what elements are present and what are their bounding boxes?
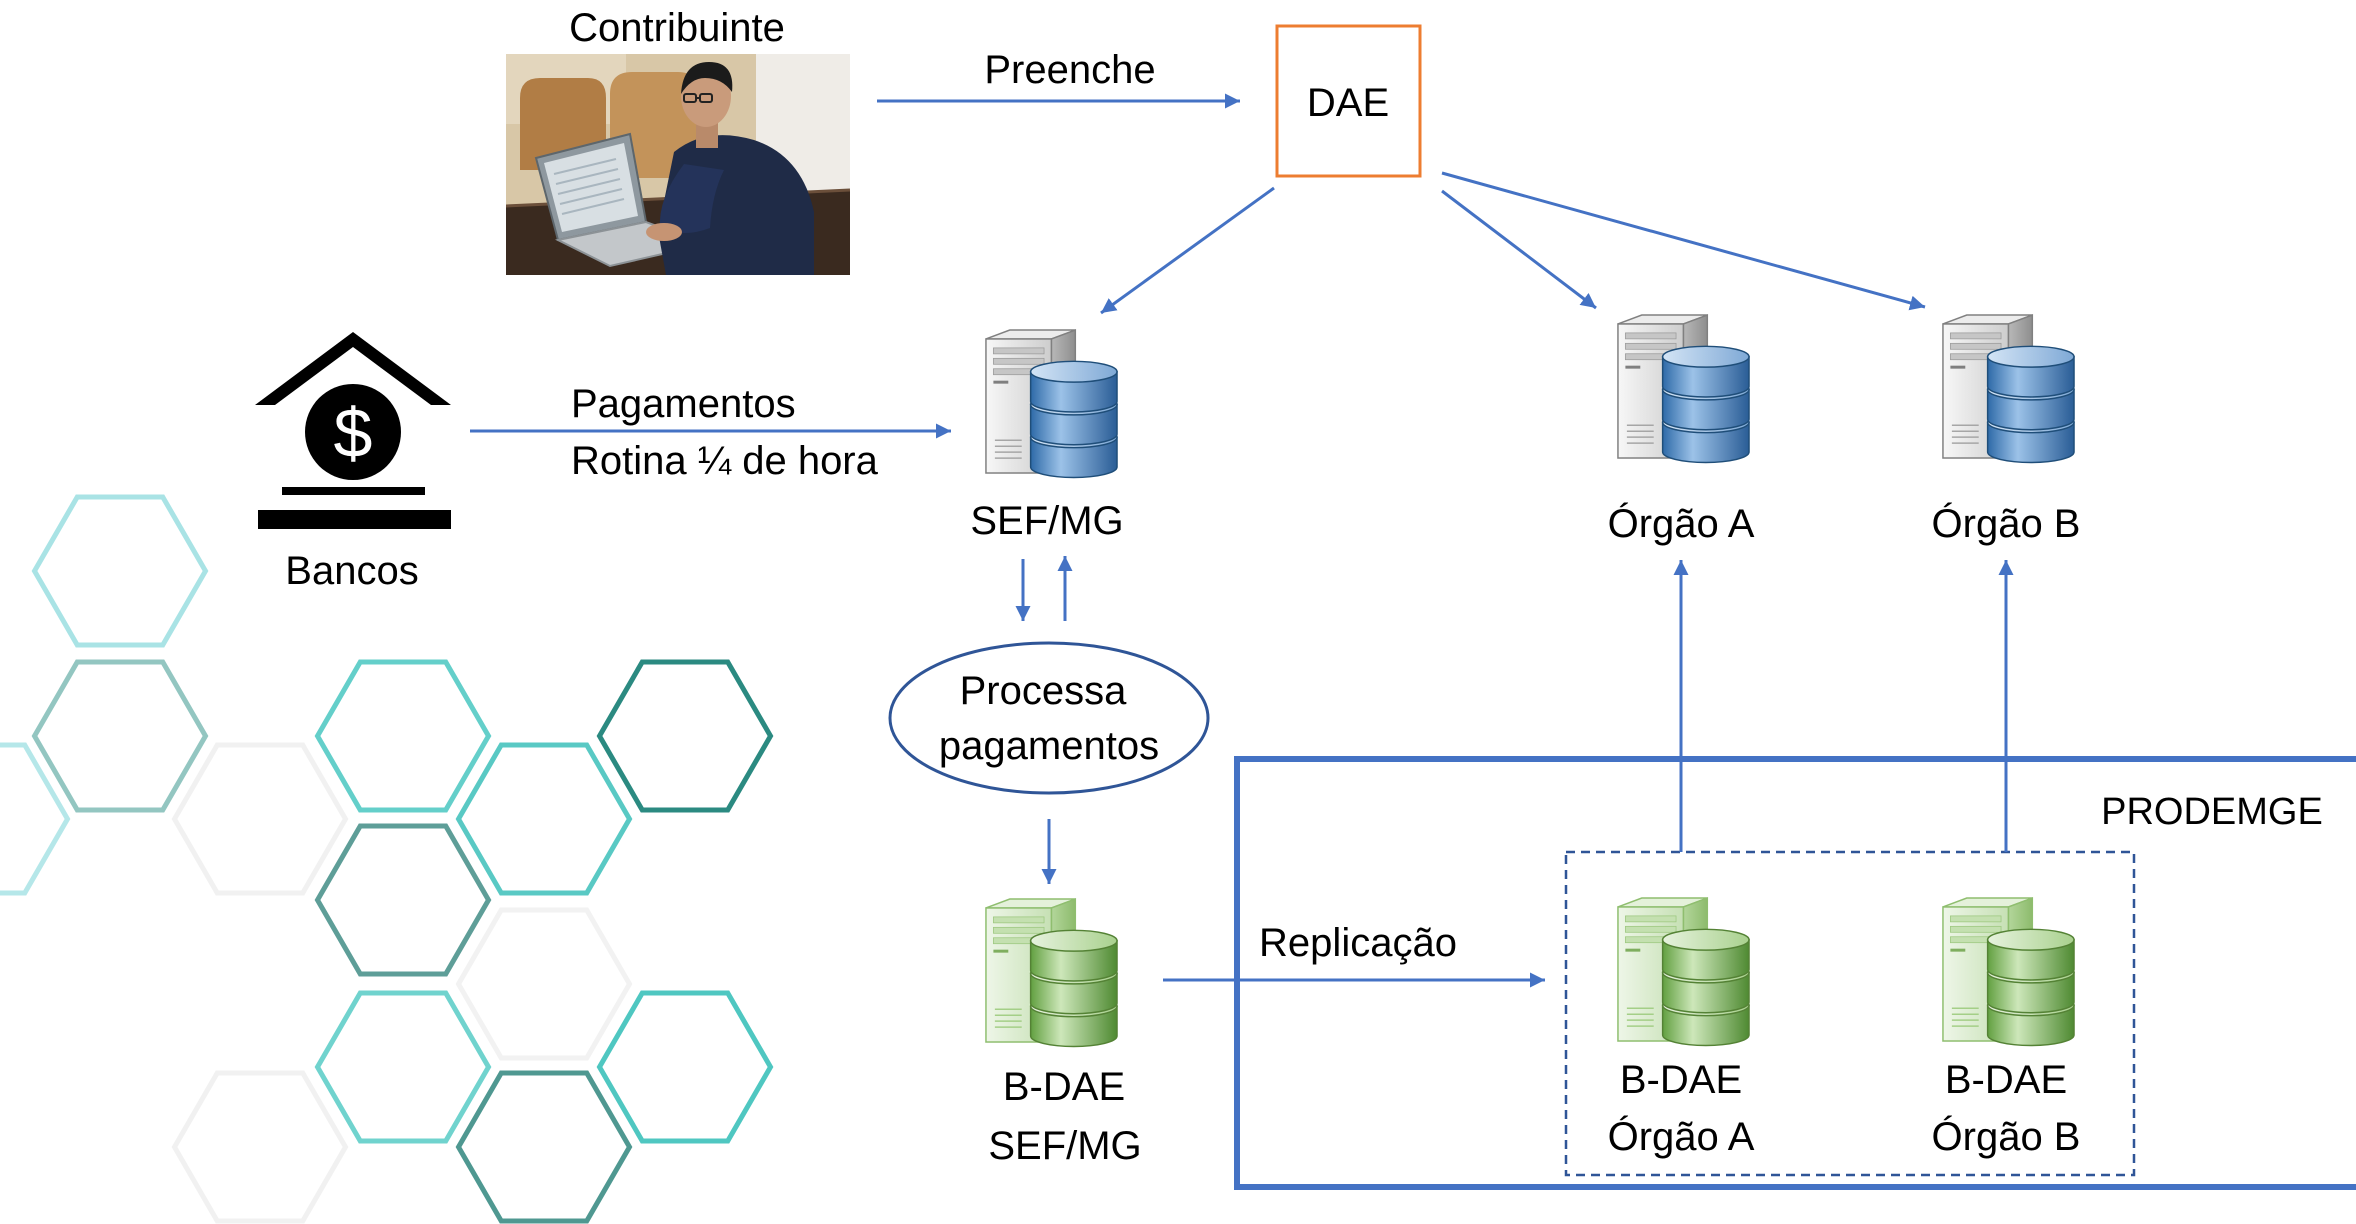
arrow-dae-to-orgao-a xyxy=(1441,189,1597,310)
decorative-hexagon xyxy=(314,659,492,813)
processa-pagamentos-ellipse xyxy=(888,641,1210,795)
rotina-label: Rotina ¼ de hora xyxy=(571,439,879,483)
replicacao-label: Replicação xyxy=(1259,921,1457,965)
preenche-label: Preenche xyxy=(984,48,1155,92)
decorative-hexagon xyxy=(31,494,209,648)
dollar-sign-glyph: $ xyxy=(334,394,373,472)
arrow-dae-to-sef xyxy=(1100,186,1275,315)
decorative-hexagon xyxy=(0,742,71,896)
arrow-dae-to-orgao-b xyxy=(1441,171,1926,311)
pagamentos-label: Pagamentos xyxy=(571,382,796,426)
decorative-hexagon xyxy=(171,1070,349,1224)
prodemge-label: PRODEMGE xyxy=(2101,791,2323,833)
decorative-hexagon xyxy=(314,990,492,1144)
decorative-hexagon xyxy=(596,990,774,1144)
decorative-hexagon xyxy=(455,1070,633,1224)
decorative-hexagon xyxy=(314,823,492,977)
bdae-orgao-a-label-line1: B-DAE xyxy=(1620,1058,1742,1102)
pagamentos-process-label: pagamentos xyxy=(939,724,1159,768)
orgao-a-database-server-icon xyxy=(1617,314,1750,464)
decorative-hexagon xyxy=(455,907,633,1061)
sef-database-server-icon xyxy=(985,329,1118,479)
bdae-orgao-a-label-line2: Órgão A xyxy=(1608,1114,1755,1159)
orgao-a-label: Órgão A xyxy=(1608,501,1755,546)
bdae-sef-label-line2: SEF/MG xyxy=(988,1124,1141,1168)
decorative-hexagon xyxy=(455,742,633,896)
contribuinte-photo xyxy=(506,54,850,275)
bdae-sef-database-server-icon xyxy=(985,898,1118,1048)
bancos-label: Bancos xyxy=(285,549,418,593)
dae-box xyxy=(1275,24,1422,178)
bdae-orgao-b-label-line2: Órgão B xyxy=(1932,1114,2081,1159)
sef-label: SEF/MG xyxy=(970,499,1123,543)
orgao-b-database-server-icon xyxy=(1942,314,2075,464)
dae-label: DAE xyxy=(1307,81,1389,125)
decorative-hexagons xyxy=(0,494,774,1224)
bdae-orgao-b-label-line1: B-DAE xyxy=(1945,1058,2067,1102)
bdae-sef-label-line1: B-DAE xyxy=(1003,1065,1125,1109)
orgao-b-label: Órgão B xyxy=(1932,501,2081,546)
bdae-orgao-a-database-server-icon xyxy=(1617,897,1750,1047)
bank-icon: $ xyxy=(255,332,451,529)
bdae-orgao-b-database-server-icon xyxy=(1942,897,2075,1047)
prodemge-boundary xyxy=(1234,756,2356,1190)
bdae-orgaos-group xyxy=(1564,850,2136,1177)
decorative-hexagon xyxy=(596,659,774,813)
decorative-hexagon xyxy=(31,659,209,813)
processa-label: Processa xyxy=(960,669,1127,713)
contribuinte-label: Contribuinte xyxy=(569,6,785,50)
decorative-hexagon xyxy=(171,742,349,896)
